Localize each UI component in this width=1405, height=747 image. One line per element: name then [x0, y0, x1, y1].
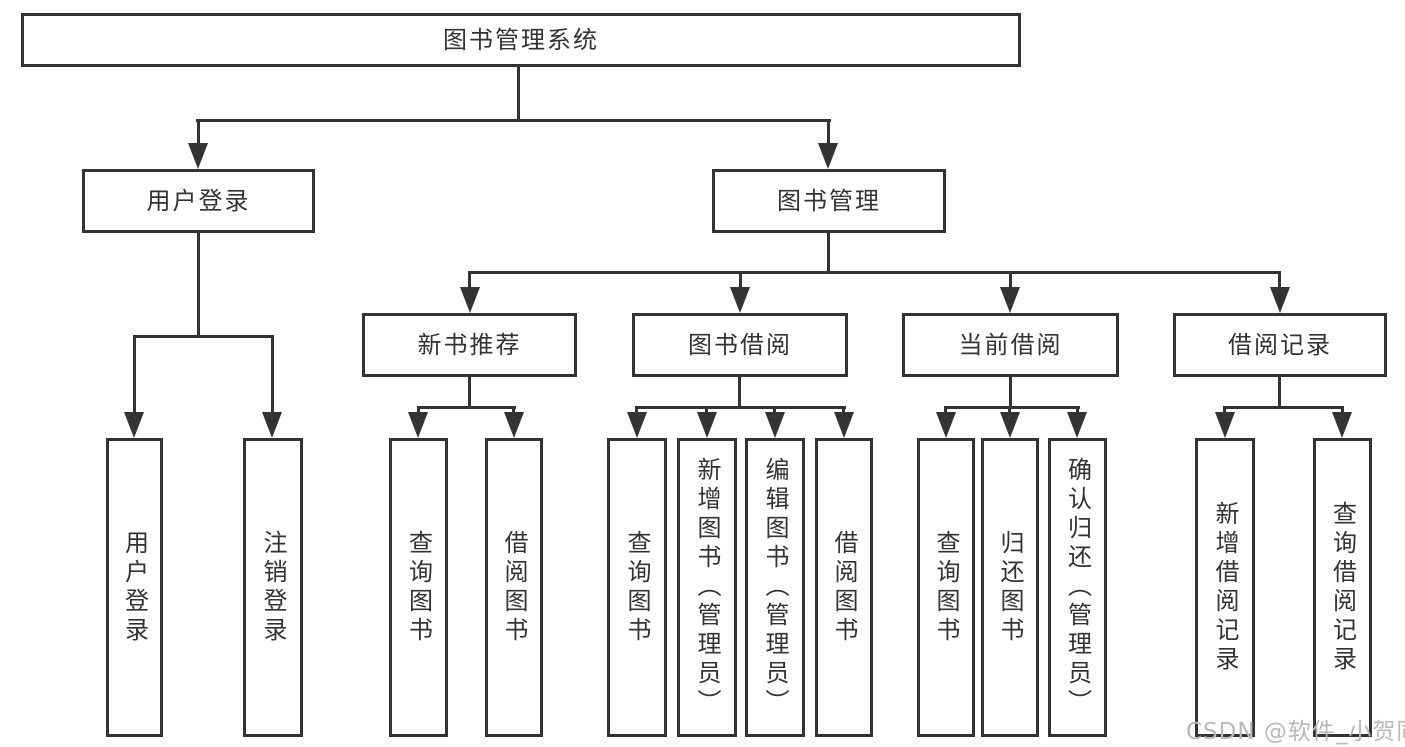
arrow-down-icon [834, 412, 854, 438]
connector-root-stem [517, 67, 520, 119]
leaf-query-borrow-record: 查询借阅记录 [1313, 438, 1372, 737]
leaf-borrow-books: 借阅图书 [815, 438, 873, 737]
connector-root-bar [196, 119, 831, 122]
connector-leaf-stem [468, 271, 471, 287]
leaf-borrow-books: 借阅图书 [485, 438, 543, 737]
leaf-label: 查询图书 [623, 529, 651, 646]
node-user-login: 用户登录 [82, 169, 315, 233]
connector-new-book-bar [417, 406, 516, 409]
arrow-down-icon [818, 143, 838, 169]
connector-book-borrow-down [738, 377, 741, 406]
leaf-label: 借阅图书 [830, 529, 858, 646]
arrow-down-icon [460, 287, 480, 313]
connector-leaf-stem [1008, 406, 1011, 414]
leaf-return-books: 归还图书 [981, 438, 1039, 737]
arrow-down-icon [730, 287, 750, 313]
connector-current-borrow-down [1009, 377, 1012, 406]
node-label: 新书推荐 [417, 331, 522, 359]
node-new-book-recommendation: 新书推荐 [362, 313, 577, 377]
connector-book-management-bar [468, 271, 1281, 274]
leaf-add-books-admin: 新增图书（管理员） [677, 438, 737, 737]
connector-leaf-stem [417, 406, 420, 414]
arrow-down-icon [124, 412, 144, 438]
leaf-user-login: 用户登录 [106, 438, 163, 737]
connector-leaf-stem [271, 335, 274, 412]
connector-leaf-stem [705, 406, 708, 414]
connector-leaf-stem [1009, 271, 1012, 287]
leaf-query-books: 查询图书 [917, 438, 975, 737]
node-label: 用户登录 [146, 187, 251, 215]
arrow-down-icon [765, 412, 785, 438]
connector-leaf-stem [944, 406, 947, 414]
leaf-label: 注销登录 [259, 529, 287, 646]
leaf-label: 借阅图书 [500, 529, 528, 646]
node-label: 借阅记录 [1228, 331, 1332, 359]
node-borrowing-records: 借阅记录 [1173, 313, 1387, 377]
leaf-edit-books-admin: 编辑图书（管理员） [745, 438, 805, 737]
arrow-down-icon [1270, 287, 1290, 313]
node-book-borrowing: 图书借阅 [632, 313, 848, 377]
arrow-down-icon [262, 412, 282, 438]
node-current-borrowing: 当前借阅 [902, 313, 1119, 377]
leaf-label: 新增借阅记录 [1211, 500, 1239, 675]
leaf-add-borrow-record: 新增借阅记录 [1195, 438, 1255, 737]
connector-leaf-stem [635, 406, 638, 414]
connector-leaf-stem [512, 406, 515, 414]
leaf-logout: 注销登录 [243, 438, 303, 737]
connector-user-login-bar [133, 335, 274, 338]
arrow-down-icon [188, 143, 208, 169]
connector-leaf-stem [1278, 271, 1281, 287]
connector-user-login-stem [197, 119, 200, 145]
node-label: 图书借阅 [688, 331, 792, 359]
arrow-down-icon [1000, 412, 1020, 438]
connector-current-borrow-bar [944, 406, 1080, 409]
connector-user-login-down [197, 233, 200, 335]
leaf-confirm-return-admin: 确认归还（管理员） [1048, 438, 1107, 737]
connector-book-borrow-bar [635, 406, 846, 409]
leaf-label: 用户登录 [120, 529, 149, 646]
leaf-label: 查询图书 [404, 529, 433, 646]
connector-leaf-stem [1076, 406, 1079, 414]
connector-book-management-stem [827, 119, 830, 145]
arrow-down-icon [1067, 412, 1087, 438]
leaf-label: 查询图书 [932, 529, 960, 646]
node-library-management-system: 图书管理系统 [21, 13, 1021, 67]
node-book-management: 图书管理 [712, 169, 946, 233]
connector-leaf-stem [842, 406, 845, 414]
leaf-label: 查询借阅记录 [1328, 500, 1357, 675]
arrow-down-icon [1000, 287, 1020, 313]
connector-new-book-down [468, 377, 471, 406]
node-label: 当前借阅 [958, 331, 1063, 359]
leaf-label: 编辑图书（管理员） [761, 457, 789, 718]
connector-book-management-down [827, 233, 830, 271]
node-label: 图书管理 [777, 187, 881, 215]
leaf-label: 确认归还（管理员） [1063, 457, 1092, 718]
arrow-down-icon [627, 412, 647, 438]
arrow-down-icon [936, 412, 956, 438]
connector-leaf-stem [133, 335, 136, 412]
arrow-down-icon [1215, 412, 1235, 438]
arrow-down-icon [1332, 412, 1352, 438]
csdn-watermark: CSDN @软件_小贺同学 [1186, 719, 1405, 745]
arrow-down-icon [504, 412, 524, 438]
connector-borrow-records-bar [1223, 406, 1344, 409]
arrow-down-icon [408, 412, 428, 438]
leaf-label: 归还图书 [996, 529, 1024, 646]
connector-leaf-stem [1223, 406, 1226, 414]
leaf-query-books: 查询图书 [607, 438, 667, 737]
leaf-label: 新增图书（管理员） [693, 457, 721, 718]
leaf-query-books: 查询图书 [389, 438, 448, 737]
node-label: 图书管理系统 [443, 26, 599, 54]
connector-borrow-records-down [1278, 377, 1281, 406]
arrow-down-icon [697, 412, 717, 438]
connector-leaf-stem [773, 406, 776, 414]
connector-leaf-stem [1341, 406, 1344, 414]
connector-leaf-stem [739, 271, 742, 287]
